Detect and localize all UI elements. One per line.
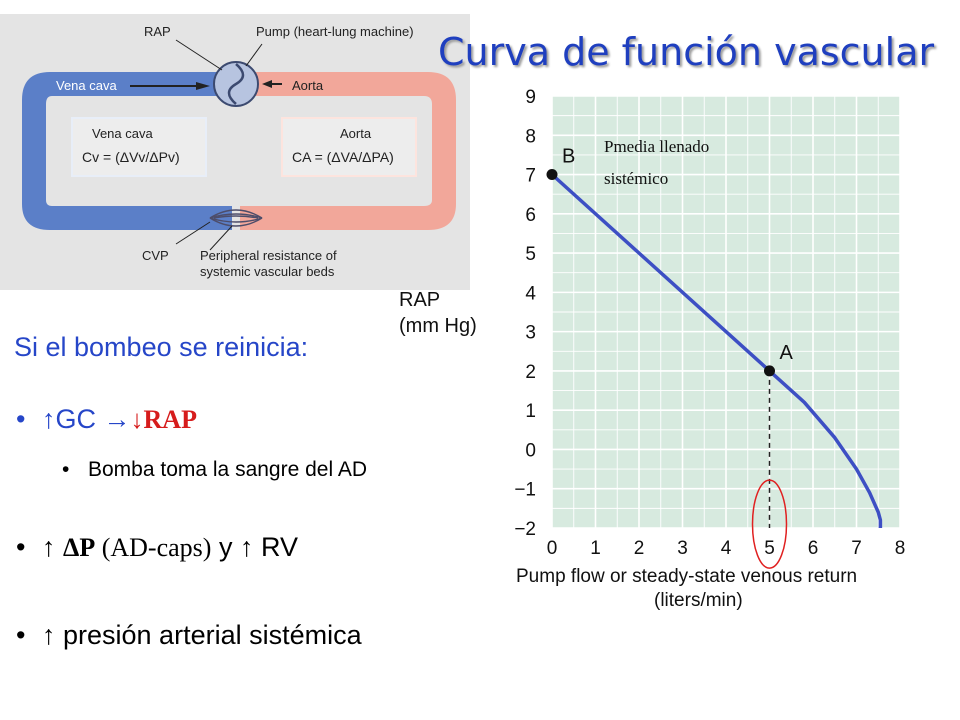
x-tick-label: 7 xyxy=(851,538,862,559)
y-tick-label: −1 xyxy=(514,480,536,501)
data-points: BA xyxy=(546,146,794,377)
capillary-bed-icon xyxy=(209,209,263,227)
box-right-formula: CA = (ΔVA/ΔPA) xyxy=(292,149,394,165)
y-tick-label: 2 xyxy=(525,362,536,383)
bullet2-text-c: (AD-caps) xyxy=(95,533,212,562)
bullet-glyph: • xyxy=(16,532,26,562)
annotation-pmedia: Pmedia llenado xyxy=(604,137,709,156)
leader-line xyxy=(175,39,223,71)
vena-cava-box xyxy=(71,117,207,177)
y-tick-label: 8 xyxy=(525,126,536,147)
bullet3-text: ↑ presión arterial sistémica xyxy=(42,620,362,650)
x-axis-label-1: Pump flow or steady-state venous return xyxy=(516,566,857,587)
circulation-diagram: RAP Pump (heart-lung machine) Vena cava … xyxy=(0,14,470,290)
bullet-gc-rap: • ↑GC →↓RAP xyxy=(16,404,197,435)
highlight-ellipse xyxy=(751,479,788,569)
x-axis-label-2: (liters/min) xyxy=(654,590,743,611)
data-point-label: A xyxy=(780,342,794,364)
y-axis-label-2: (mm Hg) xyxy=(399,315,477,337)
leader-line xyxy=(245,43,263,67)
x-tick-label: 1 xyxy=(590,538,601,559)
y-axis-label-1: RAP xyxy=(399,289,440,311)
arrow-right-icon xyxy=(196,82,210,90)
x-tick-label: 2 xyxy=(634,538,645,559)
label-resistance-2: systemic vascular beds xyxy=(200,264,335,279)
bullet-delta-p-rv: • ↑ ΔP (AD-caps) y ↑ RV xyxy=(16,532,298,563)
x-tick-label: 3 xyxy=(677,538,688,559)
y-tick-label: 7 xyxy=(525,166,536,187)
x-tick-label: 8 xyxy=(895,538,906,559)
y-tick-label: 5 xyxy=(525,244,536,265)
bullet-glyph: • xyxy=(16,620,26,650)
x-tick-labels: 0 1 2 3 4 5 6 7 8 xyxy=(547,538,906,559)
label-pump: Pump (heart-lung machine) xyxy=(256,24,414,39)
x-tick-label: 0 xyxy=(547,538,558,559)
bullet-glyph: • xyxy=(16,404,26,434)
label-resistance-1: Peripheral resistance of xyxy=(200,248,337,263)
label-cvp: CVP xyxy=(142,248,169,263)
diagram-background xyxy=(0,14,470,290)
box-right-title: Aorta xyxy=(340,126,372,141)
label-rap: RAP xyxy=(144,24,171,39)
label-vena-cava: Vena cava xyxy=(56,78,117,93)
x-tick-label: 4 xyxy=(721,538,732,559)
y-tick-label: 9 xyxy=(525,87,536,108)
data-point-label: B xyxy=(562,146,575,168)
y-tick-label: 1 xyxy=(525,401,536,422)
slide-subtitle: Si el bombeo se reinicia: xyxy=(14,332,309,362)
bullet2-text-a: ↑ xyxy=(42,532,64,562)
series-line-vascular-function xyxy=(550,173,883,528)
y-tick-label: −2 xyxy=(514,519,536,540)
bullet-glyph: • xyxy=(62,458,70,481)
bullet2-text-d: y ↑ RV xyxy=(211,532,298,562)
arrow-left-icon xyxy=(262,80,272,88)
bullet1-text-a: ↑GC → xyxy=(42,404,131,434)
slide-title: Curva de función vascular xyxy=(438,30,935,74)
y-tick-label: 6 xyxy=(525,205,536,226)
y-tick-label: 4 xyxy=(525,283,536,304)
bullet2-text-b: ΔP xyxy=(63,533,96,562)
bullet1-text-b: ↓RAP xyxy=(130,405,197,434)
bullet-arterial-pressure: • ↑ presión arterial sistémica xyxy=(16,620,362,651)
box-left-title: Vena cava xyxy=(92,126,153,141)
data-point-B xyxy=(546,169,558,181)
y-tick-label: 0 xyxy=(525,440,536,461)
annotation-sistemico: sistémico xyxy=(604,169,668,188)
aorta-box xyxy=(281,117,417,177)
arterial-loop xyxy=(240,72,456,230)
venous-loop xyxy=(22,72,232,230)
label-aorta: Aorta xyxy=(292,78,324,93)
x-tick-label: 6 xyxy=(808,538,819,559)
bullet-sub-pump: • Bomba toma la sangre del AD xyxy=(62,458,367,482)
x-tick-label: 5 xyxy=(764,538,775,559)
data-point-A xyxy=(764,365,775,377)
bullet1-sub-text: Bomba toma la sangre del AD xyxy=(88,458,367,481)
leader-line xyxy=(175,221,211,245)
leader-line xyxy=(209,225,233,251)
y-tick-labels: 9 8 7 6 5 4 3 2 1 0 −1 −2 xyxy=(514,87,536,540)
y-tick-label: 3 xyxy=(525,323,536,344)
box-left-formula: Cv = (ΔVv/ΔPv) xyxy=(82,149,180,165)
pump-rotor-icon xyxy=(227,63,245,105)
